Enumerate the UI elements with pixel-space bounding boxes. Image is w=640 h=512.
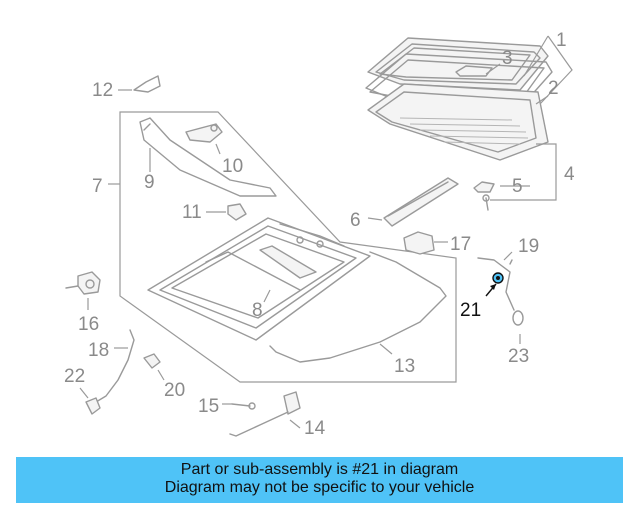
roof-clip (133, 75, 161, 93)
callout-18: 18 (88, 340, 109, 361)
callout-9: 9 (144, 172, 155, 193)
callout-11: 11 (182, 202, 202, 223)
callout-19: 19 (518, 236, 539, 257)
callout-15: 15 (198, 396, 219, 417)
sunroof-motor (403, 231, 435, 255)
wind-deflector-strip (383, 177, 459, 227)
callout-2: 2 (548, 78, 559, 99)
drain-hose (269, 251, 447, 363)
exploded-parts-diagram: 1 2 3 4 5 6 7 9 10 11 1 (64, 30, 575, 439)
callout-23: 23 (508, 346, 529, 367)
rear-drain-bracket (229, 391, 301, 437)
info-banner: Part or sub-assembly is #21 in diagram D… (16, 457, 623, 503)
callout-12: 12 (92, 80, 113, 101)
sunroof-glass-panel (367, 37, 549, 91)
callout-1: 1 (556, 30, 567, 51)
callout-21: 21 (460, 300, 481, 321)
callout-20: 20 (164, 380, 185, 401)
front-rail (139, 117, 277, 197)
callout-17: 17 (450, 234, 471, 255)
banner-line-part: Part or sub-assembly is #21 in diagram (180, 461, 459, 478)
callout-10: 10 (222, 156, 243, 177)
switch-unit (65, 271, 101, 295)
callout-16: 16 (78, 314, 99, 335)
callout-4: 4 (564, 164, 575, 185)
drain-valve (85, 397, 101, 415)
side-bracket (227, 203, 247, 221)
callout-22: 22 (64, 366, 85, 387)
callout-8: 8 (252, 300, 263, 321)
callout-3: 3 (502, 48, 513, 69)
screw (231, 402, 256, 410)
guide-bracket (185, 123, 223, 143)
hose-clip (143, 353, 161, 369)
callout-14: 14 (304, 418, 326, 439)
callout-5: 5 (512, 176, 523, 197)
drain-hose-front (95, 329, 135, 403)
sunshade-panel (367, 83, 549, 161)
highlighted-part-21 (492, 272, 504, 284)
bracket-clip (473, 181, 495, 211)
banner-line-disclaimer: Diagram may not be specific to your vehi… (164, 479, 475, 496)
callout-7: 7 (92, 176, 103, 197)
callout-6: 6 (350, 210, 361, 231)
sunroof-frame (147, 217, 371, 341)
callout-13: 13 (394, 356, 415, 377)
drain-tube (477, 257, 524, 326)
